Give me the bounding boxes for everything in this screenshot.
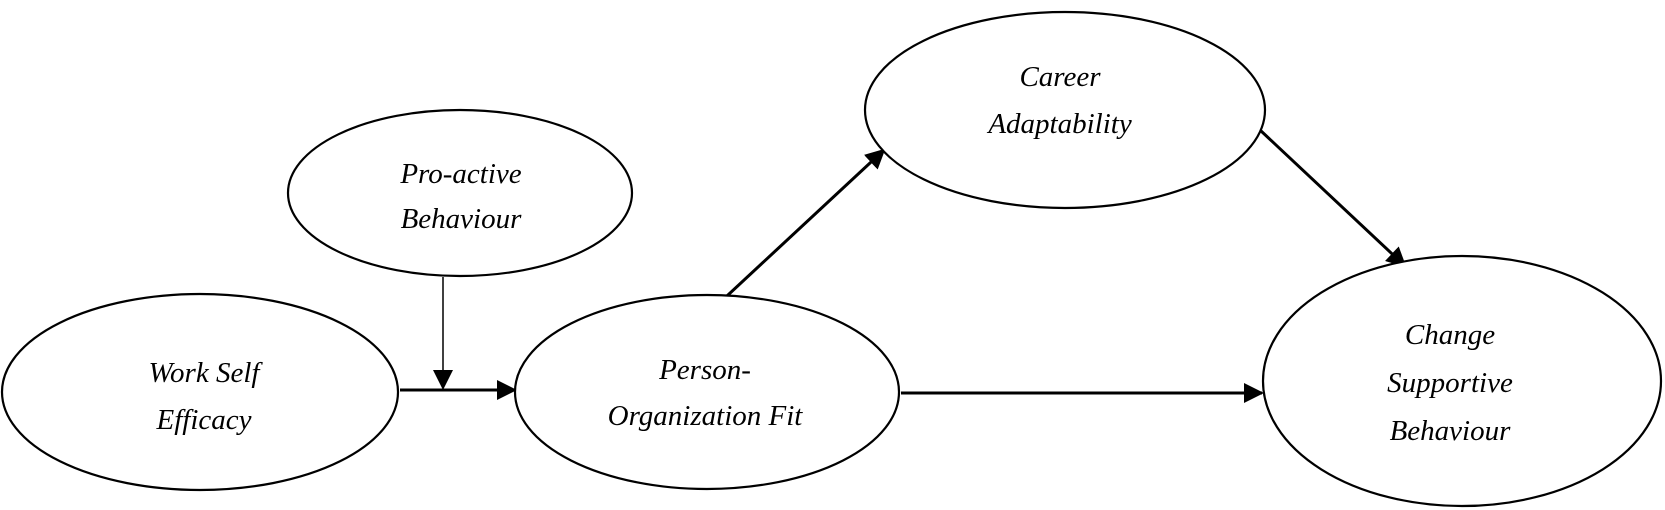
node-label-line: Work Self [149, 357, 264, 389]
node-label-line: Change [1405, 319, 1495, 351]
node-person-organization-fit: Person- Organization Fit [513, 293, 901, 491]
node-label-line: Person- [658, 354, 751, 386]
node-label-line: Career [1019, 61, 1101, 93]
node-change-supportive-behaviour: Change Supportive Behaviour [1261, 254, 1663, 508]
node-work-self-efficacy: Work Self Efficacy [0, 292, 400, 492]
node-label-line: Organization Fit [608, 400, 804, 432]
arrow-person-org-fit-to-career-adaptability [712, 148, 886, 310]
node-label-line: Adaptability [986, 108, 1132, 140]
node-proactive-behaviour: Pro-active Behaviour [286, 108, 634, 278]
node-career-adaptability: Career Adaptability [863, 10, 1267, 210]
node-label-line: Behaviour [1390, 415, 1512, 447]
arrow-career-adaptability-to-change-supportive [1258, 128, 1407, 268]
node-label-line: Pro-active [399, 158, 521, 190]
node-label-line: Supportive [1387, 367, 1513, 399]
node-label-line: Efficacy [155, 404, 251, 436]
node-label-line: Behaviour [401, 203, 523, 235]
